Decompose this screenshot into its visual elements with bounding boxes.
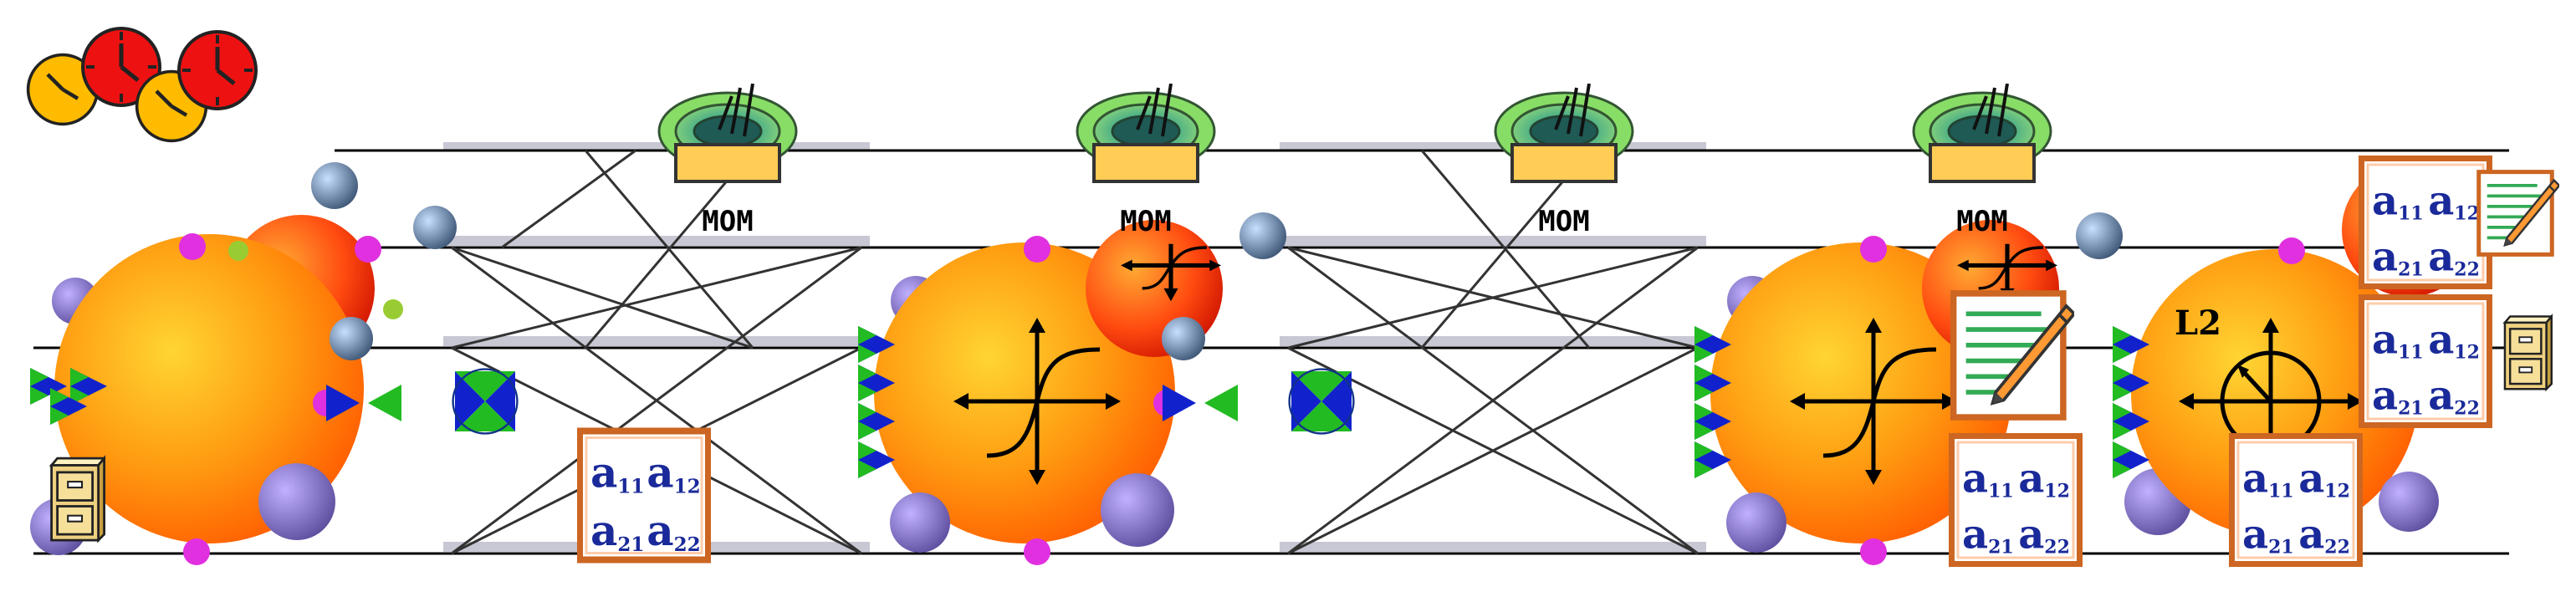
output-connector bbox=[326, 385, 401, 421]
mom-label: MOM bbox=[1956, 205, 2007, 238]
cross-connections bbox=[451, 149, 1699, 555]
l2-label: L2 bbox=[2175, 304, 2221, 343]
momentum-icon: MOM bbox=[1914, 84, 2051, 238]
momentum-icon: MOM bbox=[1495, 84, 1633, 238]
mom-label: MOM bbox=[1538, 205, 1589, 238]
bowtie-connector-icon bbox=[1288, 368, 1355, 435]
notepad-pencil-icon bbox=[1954, 293, 2074, 417]
momentum-icon: MOM bbox=[659, 84, 796, 238]
output-connector bbox=[1163, 385, 1238, 421]
clock-icon bbox=[28, 28, 256, 140]
bowtie-connector-icon bbox=[452, 368, 519, 435]
momentum-icon: MOM bbox=[1077, 84, 1214, 238]
notepad-pencil-icon bbox=[2479, 172, 2559, 255]
rails bbox=[443, 142, 1706, 552]
file-cabinet-icon bbox=[2503, 314, 2553, 391]
mom-label: MOM bbox=[1120, 205, 1171, 238]
file-cabinet-icon bbox=[49, 457, 105, 543]
neuron-node-1 bbox=[30, 162, 457, 565]
mom-label: MOM bbox=[702, 205, 753, 238]
neuron-node-2 bbox=[874, 212, 1286, 565]
